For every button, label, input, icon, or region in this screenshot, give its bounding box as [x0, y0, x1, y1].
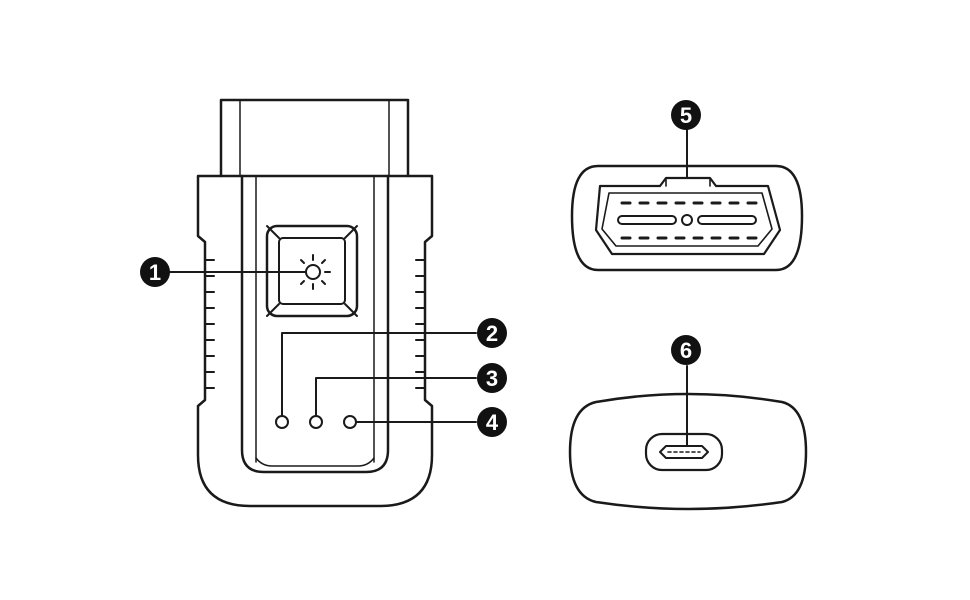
device-front-view — [196, 98, 434, 508]
callout-label: 5 — [680, 103, 692, 128]
callout-label: 1 — [149, 260, 161, 285]
callout-6: 6 — [671, 335, 701, 365]
led-3 — [343, 415, 357, 429]
callout-label: 6 — [680, 338, 692, 363]
callout-label: 2 — [486, 321, 498, 346]
left-grip — [205, 259, 215, 389]
callout-label: 4 — [486, 410, 499, 435]
usb-port — [644, 432, 724, 472]
usb-end-view — [568, 365, 808, 511]
center-panel — [240, 174, 390, 474]
callout-2: 2 — [477, 318, 507, 348]
led-1 — [275, 415, 289, 429]
callout-3: 3 — [477, 363, 507, 393]
callout-4: 4 — [477, 407, 507, 437]
callout-1: 1 — [140, 257, 170, 287]
callout-label: 3 — [486, 366, 498, 391]
obd-connector — [570, 129, 804, 272]
device-body — [196, 174, 434, 508]
leader-lines — [169, 271, 477, 423]
right-grip — [415, 259, 425, 389]
led-2 — [309, 415, 323, 429]
obd-plug — [219, 98, 410, 178]
callout-5: 5 — [671, 100, 701, 130]
